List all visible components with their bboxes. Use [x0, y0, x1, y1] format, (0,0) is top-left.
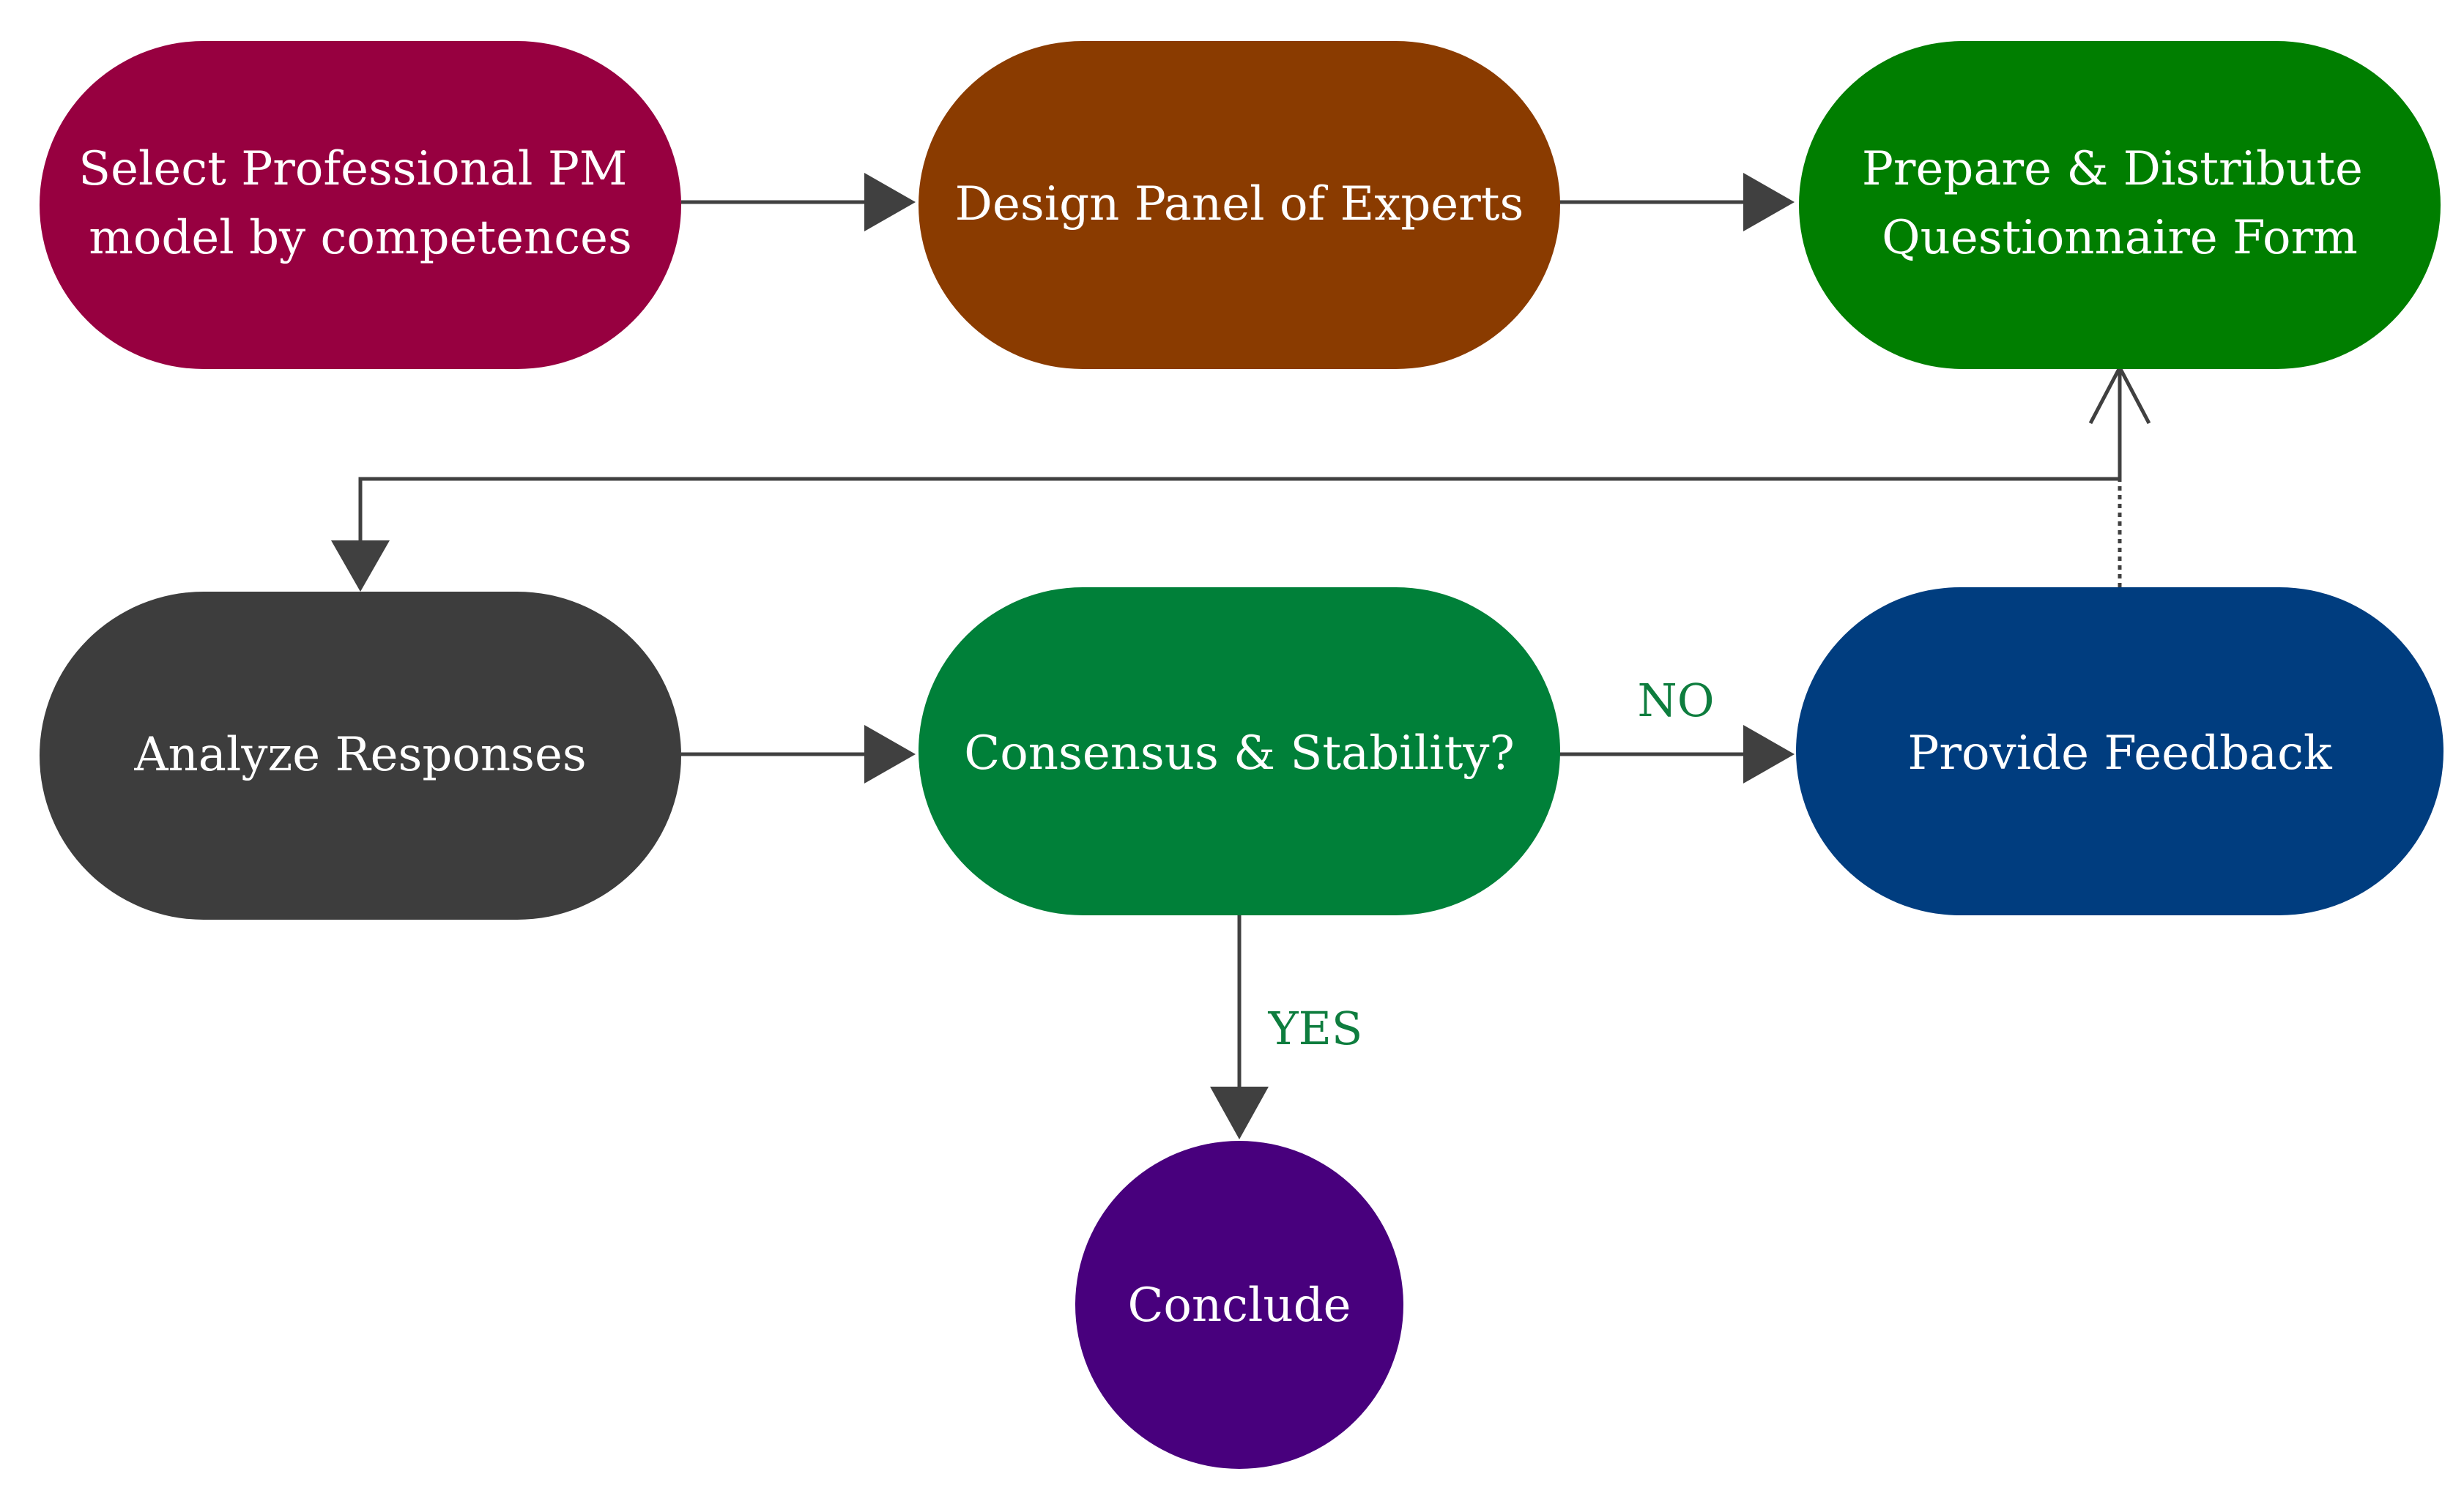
node-analyze-responses-shape — [40, 592, 681, 920]
node-design-panel: Design Panel of Experts — [919, 41, 1560, 369]
edge-label-no: NO — [1637, 674, 1714, 727]
node-provide-feedback-shape — [1796, 587, 2443, 915]
node-consensus-shape — [919, 587, 1560, 915]
node-design-panel-shape — [919, 41, 1560, 369]
arrowhead-feedback — [1743, 725, 1795, 784]
node-select-model-line1: Select Professional PM — [78, 142, 627, 196]
edge-label-yes: YES — [1268, 1002, 1363, 1055]
node-prepare-distribute-line2: Questionnaire Form — [1882, 211, 2358, 265]
node-conclude-label: Conclude — [1127, 1279, 1351, 1333]
node-prepare-distribute: Prepare & Distribute Questionnaire Form — [1799, 41, 2441, 369]
node-consensus-label: Consensus & Stability? — [964, 726, 1515, 781]
node-consensus: Consensus & Stability? — [919, 587, 1560, 915]
node-select-model-line2: model by competences — [89, 211, 632, 265]
node-analyze-responses: Analyze Responses — [40, 592, 681, 920]
node-provide-feedback-label: Provide Feedback — [1907, 726, 2333, 781]
arrowhead-consensus — [864, 725, 916, 784]
node-conclude: Conclude — [1075, 1141, 1403, 1469]
arrowhead-design — [864, 173, 916, 231]
node-analyze-responses-label: Analyze Responses — [133, 728, 586, 782]
edge-prepare-to-analyze — [358, 366, 2122, 540]
node-provide-feedback: Provide Feedback — [1796, 587, 2443, 915]
node-select-model: Select Professional PM model by competen… — [40, 41, 681, 369]
arrowhead-prepare — [1743, 173, 1795, 231]
node-prepare-distribute-label: Prepare & Distribute Questionnaire Form — [1862, 142, 2378, 265]
node-prepare-distribute-line1: Prepare & Distribute — [1862, 142, 2363, 196]
node-select-model-label: Select Professional PM model by competen… — [78, 142, 642, 265]
arrowhead-conclude — [1210, 1087, 1269, 1139]
node-conclude-shape — [1075, 1141, 1403, 1469]
node-prepare-distribute-shape — [1799, 41, 2441, 369]
arrowhead-analyze — [331, 540, 390, 592]
node-design-panel-label: Design Panel of Experts — [955, 177, 1524, 231]
node-select-model-shape — [40, 41, 681, 369]
edges — [331, 173, 2151, 1139]
